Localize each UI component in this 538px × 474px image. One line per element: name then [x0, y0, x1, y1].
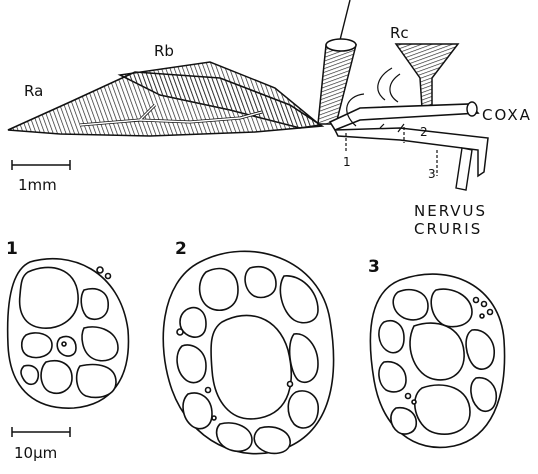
scale-bar-10um: 10µm — [12, 427, 70, 462]
label-cruris: CRURIS — [414, 220, 482, 238]
label-nervus: NERVUS — [414, 202, 487, 220]
label-section-1: 1 — [343, 155, 351, 169]
cross-section-1 — [8, 259, 129, 408]
coxa-nerve — [330, 94, 488, 190]
cross-section-3 — [370, 274, 504, 447]
label-rb: Rb — [154, 42, 174, 60]
needle-cylinder — [318, 0, 356, 124]
muscle-ra — [8, 72, 322, 136]
panel-number-3: 3 — [368, 257, 380, 277]
label-ra: Ra — [24, 82, 43, 100]
scale-bar-10um-label: 10µm — [14, 444, 57, 462]
label-rc: Rc — [390, 24, 409, 42]
scale-bar-1mm: 1mm — [12, 160, 70, 194]
label-section-3: 3 — [428, 167, 436, 181]
label-section-2: 2 — [420, 125, 428, 139]
scale-bar-1mm-label: 1mm — [18, 176, 57, 194]
cross-section-2 — [163, 251, 333, 453]
panel-number-1: 1 — [6, 239, 18, 259]
muscle-rc — [378, 44, 458, 108]
panel-number-2: 2 — [175, 239, 187, 259]
label-coxa: COXA — [482, 106, 532, 124]
